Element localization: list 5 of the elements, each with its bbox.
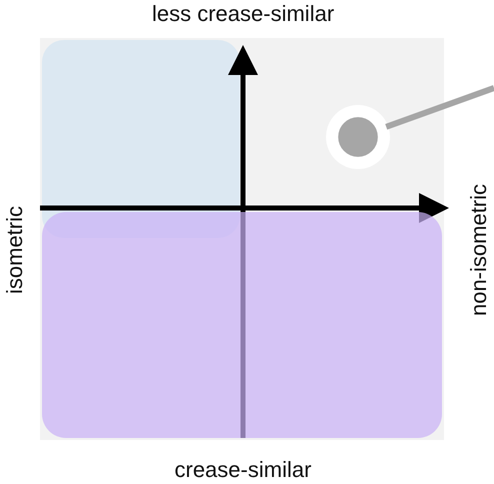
axis-label: isometric [4,206,26,294]
axis-label: crease-similar [174,459,312,481]
axis-label: non-isometric [468,184,490,316]
axis-label: less crease-similar [152,3,334,25]
leader-line [385,85,494,130]
